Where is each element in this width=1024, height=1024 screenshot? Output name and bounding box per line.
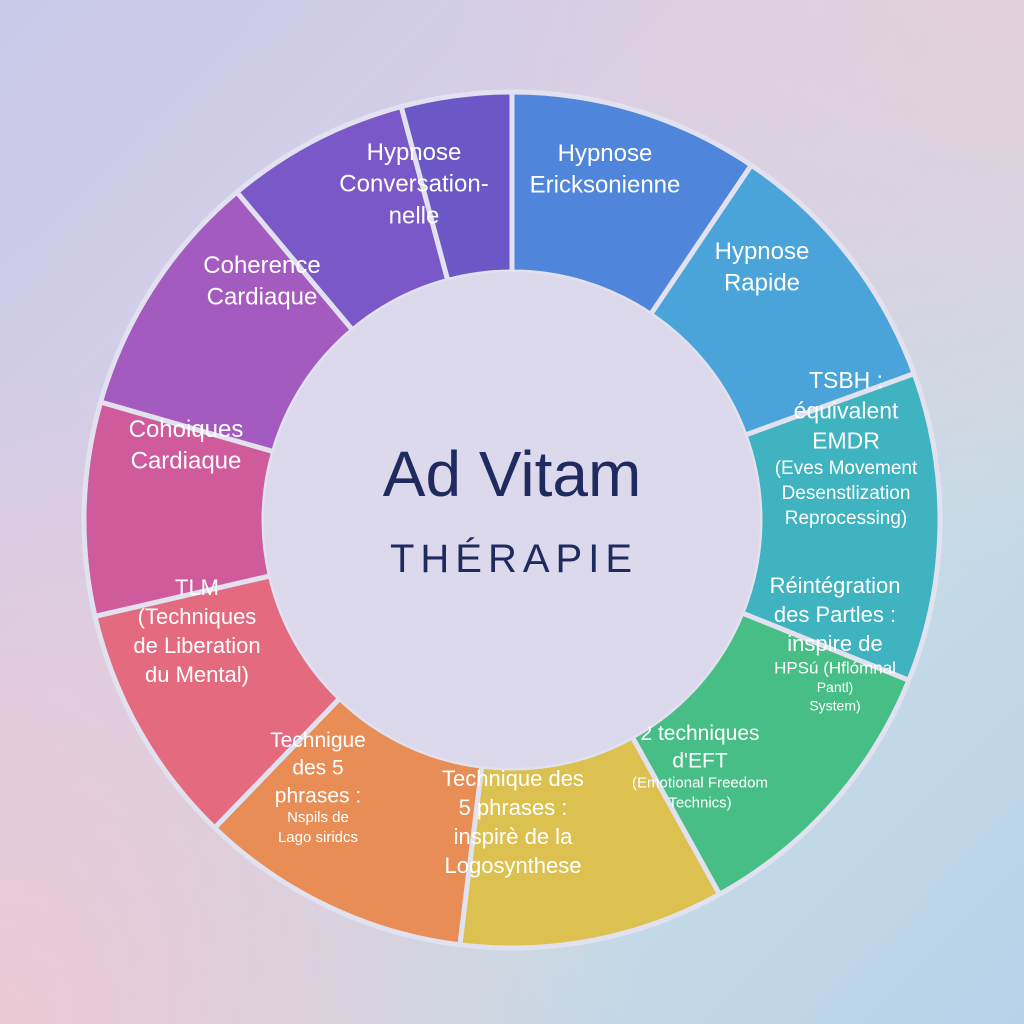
segment-label-line: Lago siridcs [278,829,358,846]
segment-label-line: Ericksonienne [530,172,681,199]
segment-label-line: (Eves Movement [775,458,918,479]
center-title: Ad Vitam [383,438,642,510]
segment-label-line: Cohoiques [129,416,244,443]
segment-label-line: Rapide [724,270,800,297]
segment-label-line: (Techniques [138,604,257,629]
segment-label-line: Technics) [668,794,731,811]
segment-label-line: du Mental) [145,662,249,687]
center-disc [264,272,760,768]
segment-label-line: EMDR [812,428,880,454]
segment-label-line: 2 techniques [640,722,759,745]
segment-label-line: Hypnose [367,139,462,166]
segment-label-line: de Liberation [133,633,260,658]
segment-label-line: Coherence [203,252,320,279]
segment-label-line: HPSú (Hflómnal [774,659,896,678]
segment-label-line: TLM [175,575,219,600]
segment-label-line: phrases : [275,784,361,807]
segment-label-line: Hypnose [558,140,653,167]
segment-label-tlm: TLM (Techniques de Liberation du Mental) [133,575,260,687]
segment-label-line: des Partles : [774,602,896,627]
segment-label-line: Conversation- [339,171,488,198]
segment-hypnose-conversationnelle [398,89,515,283]
segment-label-line: (Emotional Freedom [632,775,768,792]
segment-label-line: équivalent [794,397,899,423]
segment-label-technique-5-phrases-lago: Technigue des 5 phrases : Nspils de Lago sir… [270,729,366,846]
segment-label-line: 5 phrases : [459,795,568,820]
segment-label-line: Réintégration [770,573,901,598]
segment-label-line: Logosynthese [445,853,582,878]
segment-label-line: Technigue [270,729,366,752]
segment-label-line: Technique des [442,766,584,791]
segment-label-technique-5-phrases-logosynthese: Technique des 5 phrases : inspirè de la Log… [442,766,584,878]
center-subtitle: THÉRAPIE [390,536,638,581]
segment-label-line: Reprocessing) [785,508,908,529]
segment-label-line: nelle [389,202,440,229]
segment-label-line: des 5 [292,757,343,780]
segment-label-line: Cardiaque [131,448,242,475]
segment-label-line: inspire de [787,631,882,656]
segment-label-line: System) [809,697,860,713]
segment-label-line: d'EFT [672,750,728,773]
segment-label-line: Pantl) [817,679,854,695]
segment-label-line: Cardiaque [207,284,318,311]
segment-label-line: Hypnose [715,238,810,265]
segment-label-line: Desenstlization [782,483,911,504]
segment-label-reintegration: Réintégration des Partles : inspire de HPSú… [770,573,901,713]
segment-label-line: inspirè de la [454,824,573,849]
segment-label-line: Nspils de [287,809,349,826]
segment-label-line: TSBH : [809,367,883,393]
